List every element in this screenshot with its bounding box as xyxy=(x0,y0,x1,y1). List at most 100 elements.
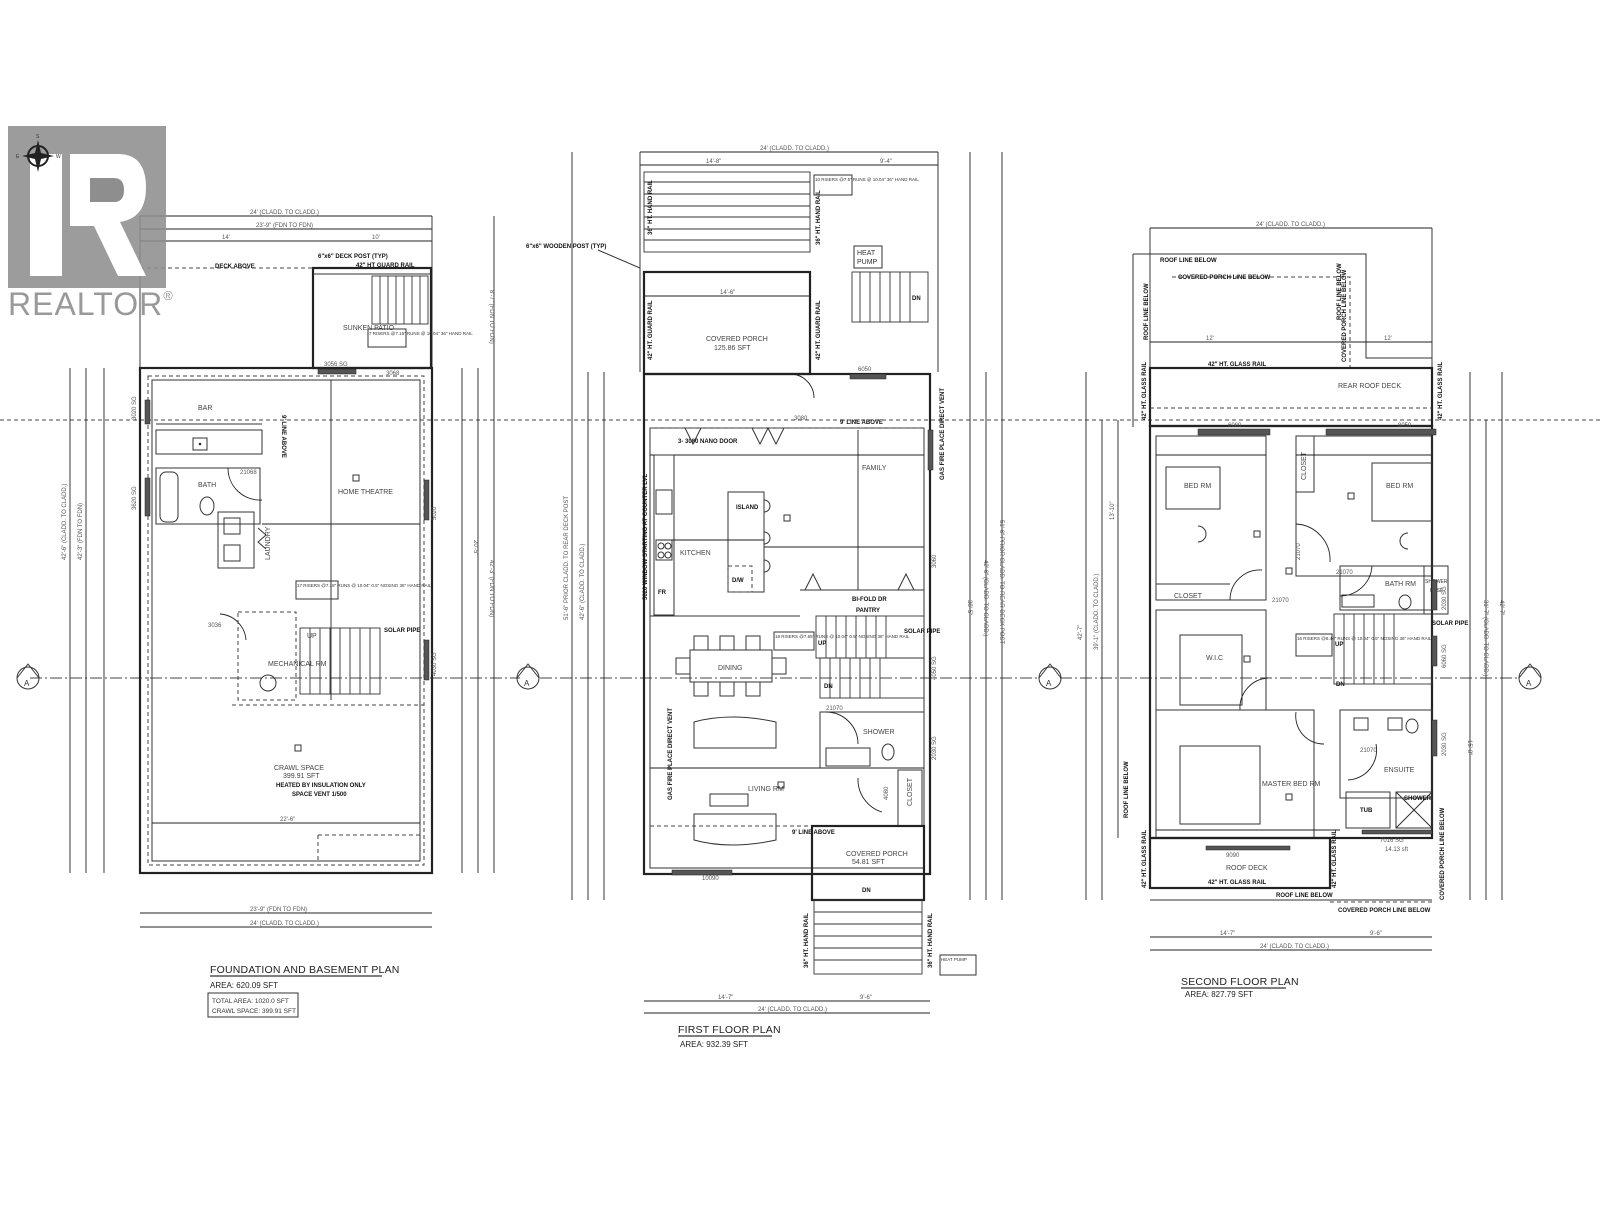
svg-text:GAS FIRE PLACE DIRECT VENT: GAS FIRE PLACE DIRECT VENT xyxy=(668,708,674,800)
svg-text:9'-6": 9'-6" xyxy=(1370,931,1382,937)
svg-text:51'-6" PRIOR CLADD. TO REAR DE: 51'-6" PRIOR CLADD. TO REAR DECK POST xyxy=(998,520,1004,644)
svg-text:14'-8": 14'-8" xyxy=(706,159,721,165)
svg-text:2030 SG: 2030 SG xyxy=(932,736,938,760)
svg-text:TUB: TUB xyxy=(1360,808,1373,814)
svg-text:2030 SG: 2030 SG xyxy=(1442,586,1448,610)
svg-text:8'-7" (FDN TO FDN): 8'-7" (FDN TO FDN) xyxy=(488,290,494,344)
svg-text:CLOSET: CLOSET xyxy=(1174,593,1203,600)
svg-text:DN: DN xyxy=(912,296,921,302)
covered-porch-rear xyxy=(642,270,812,376)
registered-mark: ® xyxy=(163,288,174,303)
svg-text:7 RISERS @7.15" RUNS @ 10.04": 7 RISERS @7.15" RUNS @ 10.04" 36" HAND R… xyxy=(369,331,473,336)
svg-text:42" HT. GLASS RAIL: 42" HT. GLASS RAIL xyxy=(1208,880,1267,886)
svg-text:GAS FIRE PLACE DIRECT VENT: GAS FIRE PLACE DIRECT VENT xyxy=(940,388,946,480)
svg-text:5020: 5020 xyxy=(432,506,438,520)
svg-text:36" HT. HAND RAIL: 36" HT. HAND RAIL xyxy=(928,913,934,968)
svg-text:A: A xyxy=(1526,679,1532,688)
svg-text:14': 14' xyxy=(222,235,230,241)
svg-text:54.81 SFT: 54.81 SFT xyxy=(852,859,885,866)
svg-text:15'-8": 15'-8" xyxy=(1466,740,1472,755)
bar-counter xyxy=(155,429,263,455)
svg-text:D/W: D/W xyxy=(732,578,744,584)
svg-text:42" HT. GLASS RAIL: 42" HT. GLASS RAIL xyxy=(1208,362,1267,368)
main-stairs xyxy=(815,615,925,699)
svg-text:HEAT: HEAT xyxy=(857,250,876,257)
svg-text:6060 SG: 6060 SG xyxy=(1442,644,1448,668)
svg-text:CLOSET: CLOSET xyxy=(907,777,914,806)
svg-text:42" HT. GLASS RAIL: 42" HT. GLASS RAIL xyxy=(1332,829,1338,888)
svg-text:BATH RM: BATH RM xyxy=(1385,581,1416,588)
side-stairs xyxy=(851,271,929,323)
svg-text:21070: 21070 xyxy=(826,706,843,712)
window-3056 xyxy=(317,368,357,375)
svg-text:SOLAR PIPE: SOLAR PIPE xyxy=(904,629,940,635)
second-floor-plan-title: SECOND FLOOR PLAN xyxy=(1181,976,1299,988)
svg-text:3056 SG: 3056 SG xyxy=(324,362,348,368)
svg-text:42'-7": 42'-7" xyxy=(1078,625,1084,640)
svg-text:9' LINE ABOVE: 9' LINE ABOVE xyxy=(280,415,286,458)
svg-text:36" HT. HAND RAIL: 36" HT. HAND RAIL xyxy=(816,190,822,245)
rear-stairs xyxy=(643,171,811,253)
svg-text:24' (CLADD. TO CLADD.): 24' (CLADD. TO CLADD.) xyxy=(758,1007,827,1013)
first-floor-outline xyxy=(642,372,932,876)
svg-text:24' (CLADD. TO CLADD.): 24' (CLADD. TO CLADD.) xyxy=(250,921,319,927)
svg-text:10': 10' xyxy=(372,235,380,241)
svg-text:6"x6" WOODEN POST (TYP): 6"x6" WOODEN POST (TYP) xyxy=(526,244,606,250)
svg-text:2030 SG: 2030 SG xyxy=(1442,732,1448,756)
svg-text:9'-4": 9'-4" xyxy=(880,159,892,165)
section-marker-a-4: A xyxy=(1518,663,1542,690)
svg-text:ROOF LINE BELOW: ROOF LINE BELOW xyxy=(1160,258,1217,264)
front-roof-deck xyxy=(1148,836,1332,890)
svg-text:36" HT. HAND RAIL: 36" HT. HAND RAIL xyxy=(648,180,654,235)
svg-text:ROOF DECK: ROOF DECK xyxy=(1226,865,1268,872)
svg-text:S: S xyxy=(36,134,40,140)
basement-plan: 24' (CLADD. TO CLADD.) 23'-9" (FDN TO FD… xyxy=(62,210,495,1018)
svg-text:125.86 SFT: 125.86 SFT xyxy=(714,345,751,352)
svg-text:ROOF LINE BELOW: ROOF LINE BELOW xyxy=(1337,263,1343,320)
svg-text:14'-6": 14'-6" xyxy=(720,290,735,296)
kitchen-counter xyxy=(653,454,675,616)
svg-text:ENSUITE: ENSUITE xyxy=(1384,767,1415,774)
svg-text:3- 3080 NANO DOOR: 3- 3080 NANO DOOR xyxy=(678,439,738,445)
svg-text:21070: 21070 xyxy=(1296,543,1302,560)
second-floor-plan: 24' (CLADD. TO CLADD.) ROOF LINE BELOW R… xyxy=(1078,222,1504,999)
patio-stairs xyxy=(371,275,429,325)
svg-text:42" HT. GLASS RAIL: 42" HT. GLASS RAIL xyxy=(1142,361,1148,420)
svg-text:3068: 3068 xyxy=(386,371,400,377)
section-marker-a-2: A xyxy=(516,663,540,690)
svg-text:UP: UP xyxy=(818,641,826,647)
heat-pump xyxy=(853,245,883,269)
svg-text:COVERED PORCH LINE BELOW: COVERED PORCH LINE BELOW xyxy=(1342,269,1348,362)
bathtub xyxy=(159,471,179,523)
svg-text:42'-3" (FDN TO FDN): 42'-3" (FDN TO FDN) xyxy=(78,503,84,560)
svg-text:31'-7" (CLADD. TO CLADD.): 31'-7" (CLADD. TO CLADD.) xyxy=(1482,600,1488,676)
svg-text:399.91 SFT: 399.91 SFT xyxy=(283,773,320,780)
realtor-logo: S E W xyxy=(8,126,166,288)
svg-text:DN: DN xyxy=(1336,682,1345,688)
svg-text:23'-9" (FDN TO FDN): 23'-9" (FDN TO FDN) xyxy=(250,907,307,913)
svg-text:COVERED PORCH LINE BELOW: COVERED PORCH LINE BELOW xyxy=(1440,807,1446,900)
svg-text:UP: UP xyxy=(1335,642,1343,648)
svg-text:20'-5": 20'-5" xyxy=(472,540,478,555)
realtor-wordmark-text: REALTOR xyxy=(8,286,164,322)
svg-text:DN: DN xyxy=(824,684,833,690)
svg-text:3080: 3080 xyxy=(794,416,808,422)
svg-text:LIVING RM: LIVING RM xyxy=(748,786,784,793)
svg-text:3036: 3036 xyxy=(208,623,222,629)
svg-text:HOME THEATRE: HOME THEATRE xyxy=(338,489,393,496)
svg-text:BED RM: BED RM xyxy=(1184,483,1211,490)
svg-text:A: A xyxy=(524,679,530,688)
compass-icon: S E W xyxy=(16,134,61,172)
svg-text:42" HT. GLASS RAIL: 42" HT. GLASS RAIL xyxy=(1142,829,1148,888)
svg-text:COVERED PORCH LINE BELOW: COVERED PORCH LINE BELOW xyxy=(1178,275,1271,281)
second-floor-area: AREA: 827.79 SFT xyxy=(1185,990,1253,999)
basement-stairs xyxy=(299,627,381,695)
svg-text:24' (CLADD. TO CLADD.): 24' (CLADD. TO CLADD.) xyxy=(760,146,829,152)
first-floor-plan: 24' (CLADD. TO CLADD.) 14'-8" 9'-4" 36" … xyxy=(526,146,1004,1049)
svg-text:24' (CLADD. TO CLADD.): 24' (CLADD. TO CLADD.) xyxy=(1260,944,1329,950)
basement-plan-title: FOUNDATION AND BASEMENT PLAN xyxy=(210,964,400,976)
svg-text:3620 SG: 3620 SG xyxy=(132,486,138,510)
svg-text:PANTRY: PANTRY xyxy=(856,608,880,614)
